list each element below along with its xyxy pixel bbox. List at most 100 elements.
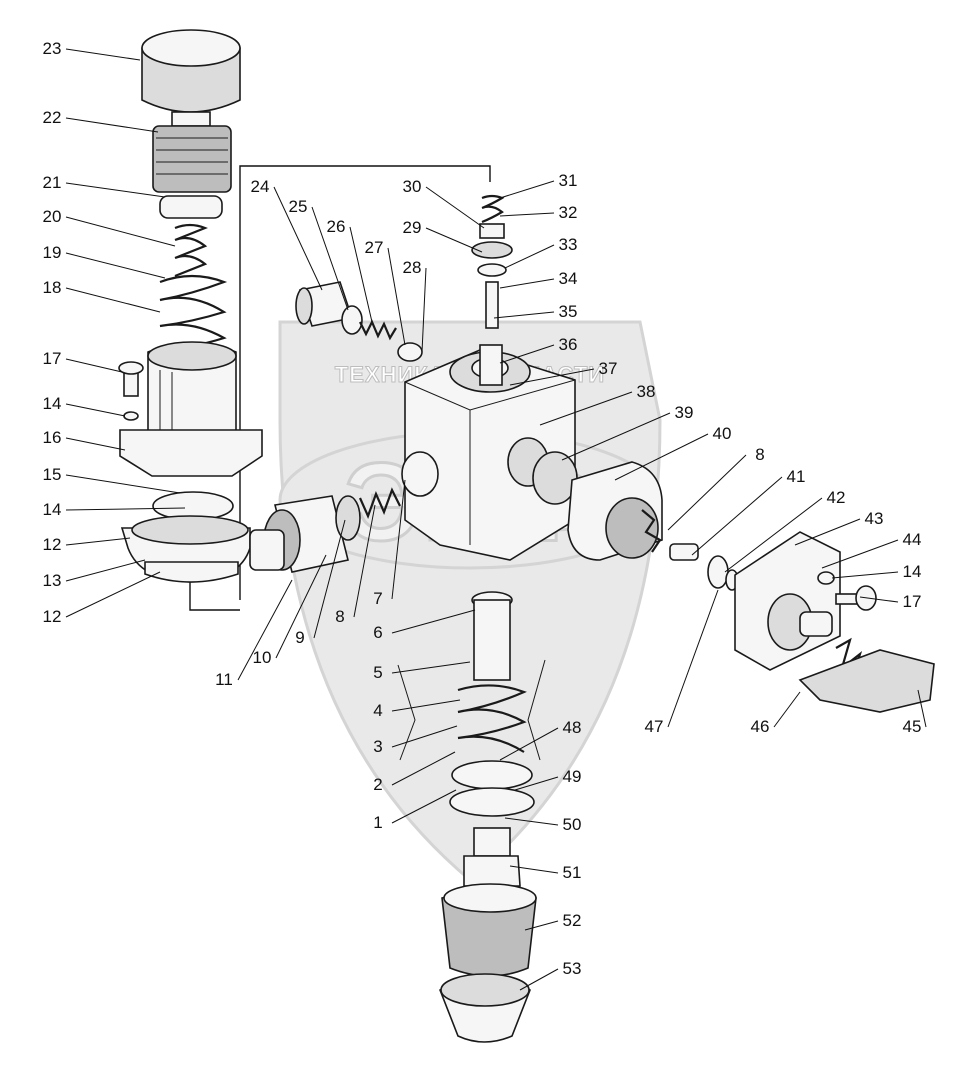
leader-line-27 [387, 247, 406, 346]
assembly-frame-lines [189, 165, 491, 611]
callout-number-10: 10 [253, 648, 272, 667]
callout-number-19: 19 [43, 243, 62, 262]
leader-line-30 [425, 186, 485, 229]
callout-number-39: 39 [675, 403, 694, 422]
leader-line-8 [667, 454, 747, 531]
leader-line-46 [773, 691, 801, 728]
leader-line-4 [391, 699, 461, 712]
leader-line-48 [499, 727, 559, 761]
callout-labels: 1234567889101112121314141415161717181920… [43, 39, 927, 991]
callout-number-41: 41 [787, 467, 806, 486]
callout-number-12: 12 [43, 607, 62, 626]
leader-line-29 [425, 227, 483, 253]
callout-number-12: 12 [43, 535, 62, 554]
callout-number-21: 21 [43, 173, 62, 192]
callout-number-42: 42 [827, 488, 846, 507]
callout-number-50: 50 [563, 815, 582, 834]
callout-number-13: 13 [43, 571, 62, 590]
leader-line-21 [65, 182, 166, 198]
leader-line-22 [65, 117, 159, 133]
leader-line-6 [391, 609, 476, 634]
callout-number-27: 27 [365, 238, 384, 257]
leader-line-37 [509, 368, 595, 386]
leader-line-12 [65, 537, 131, 546]
leader-line-20 [65, 216, 176, 247]
top-valve-stack [471, 194, 513, 329]
callout-number-35: 35 [559, 302, 578, 321]
callout-number-47: 47 [645, 717, 664, 736]
leader-line-53 [519, 968, 559, 991]
leader-line-5 [391, 661, 471, 674]
leader-line-45 [917, 689, 927, 728]
callout-number-22: 22 [43, 108, 62, 127]
leader-line-13 [65, 559, 146, 582]
leader-line-42 [724, 497, 823, 573]
callout-number-29: 29 [403, 218, 422, 237]
leader-line-17 [859, 596, 899, 603]
callout-number-25: 25 [289, 197, 308, 216]
leader-line-8 [353, 504, 376, 618]
callout-number-16: 16 [43, 428, 62, 447]
leader-line-43 [794, 518, 861, 546]
callout-number-14: 14 [43, 394, 62, 413]
callout-number-37: 37 [599, 359, 618, 378]
leader-line-12 [65, 571, 161, 618]
callout-number-33: 33 [559, 235, 578, 254]
left-filter-assembly [118, 29, 263, 583]
callout-number-3: 3 [373, 737, 382, 756]
leader-line-23 [65, 48, 141, 61]
leader-line-14 [65, 507, 186, 511]
callout-number-32: 32 [559, 203, 578, 222]
pump-body [401, 344, 576, 561]
right-hand-primer [532, 451, 935, 713]
leader-line-10 [275, 554, 327, 659]
callout-number-23: 23 [43, 39, 62, 58]
leader-line-14 [65, 403, 126, 417]
callout-number-30: 30 [403, 177, 422, 196]
callout-number-46: 46 [751, 717, 770, 736]
callout-number-11: 11 [215, 670, 233, 689]
callout-number-34: 34 [559, 269, 578, 288]
callout-number-36: 36 [559, 335, 578, 354]
callout-number-17: 17 [903, 592, 922, 611]
callout-number-15: 15 [43, 465, 62, 484]
callout-number-45: 45 [903, 717, 922, 736]
callout-number-5: 5 [373, 663, 382, 682]
leader-line-17 [65, 358, 123, 373]
leader-line-26 [349, 226, 373, 323]
leader-line-47 [667, 589, 719, 728]
bottom-piston-stack [439, 591, 537, 1043]
callout-number-24: 24 [251, 177, 270, 196]
leader-line-51 [509, 865, 559, 874]
callout-number-18: 18 [43, 278, 62, 297]
leader-line-34 [499, 278, 555, 289]
callout-number-8: 8 [335, 607, 344, 626]
leader-line-11 [237, 579, 293, 681]
left-check-valve [295, 281, 423, 362]
callout-number-49: 49 [563, 767, 582, 786]
callout-number-52: 52 [563, 911, 582, 930]
leader-line-2 [391, 751, 456, 786]
leader-line-3 [391, 725, 458, 748]
callout-number-1: 1 [373, 813, 382, 832]
callout-number-28: 28 [403, 258, 422, 277]
left-outlet-fitting [249, 487, 401, 573]
callout-number-40: 40 [713, 424, 732, 443]
callout-number-43: 43 [865, 509, 884, 528]
leader-line-1 [391, 789, 457, 824]
leader-line-36 [499, 344, 555, 364]
callout-number-44: 44 [903, 530, 922, 549]
leader-line-52 [524, 920, 559, 931]
leader-line-33 [504, 244, 555, 269]
callout-number-31: 31 [559, 171, 578, 190]
leader-line-7 [391, 479, 406, 600]
callout-number-9: 9 [295, 628, 304, 647]
callout-number-53: 53 [563, 959, 582, 978]
leader-line-50 [504, 817, 559, 826]
leader-line-9 [313, 519, 346, 639]
leader-line-49 [514, 776, 559, 791]
callout-number-14: 14 [903, 562, 922, 581]
callout-number-7: 7 [373, 589, 382, 608]
leader-line-35 [493, 311, 555, 319]
leader-line-14 [831, 571, 899, 579]
